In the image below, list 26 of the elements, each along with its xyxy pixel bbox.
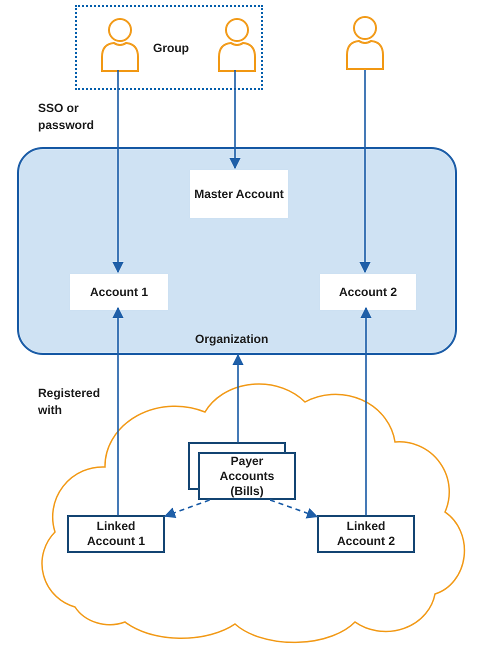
account-box [320,274,416,310]
organization-box [17,147,457,355]
account-box [70,274,168,310]
account-label: Linked Account 2 [336,519,396,549]
account-label: Payer Accounts (Bills) [218,454,276,498]
arrow [164,499,210,518]
account-box [190,170,288,218]
account-label: Account 2 [338,284,398,300]
account-label: Account 1 [88,284,149,300]
arrow [112,306,124,515]
account-box [67,515,165,553]
note-label: SSO or password [38,100,96,133]
arrow [270,499,318,519]
note-label: Registered with [38,385,102,418]
group-label: Group [153,40,189,56]
account-label: Master Account [193,186,285,202]
arrow [112,70,124,274]
arrow [360,306,372,515]
group-box [75,5,263,90]
account-box [317,515,415,553]
account-label: Linked Account 1 [86,519,146,549]
stacked-account-box [188,442,296,500]
arrow [359,70,371,274]
arrow [232,354,244,442]
arrow [229,70,241,170]
organization-label: Organization [195,331,268,347]
